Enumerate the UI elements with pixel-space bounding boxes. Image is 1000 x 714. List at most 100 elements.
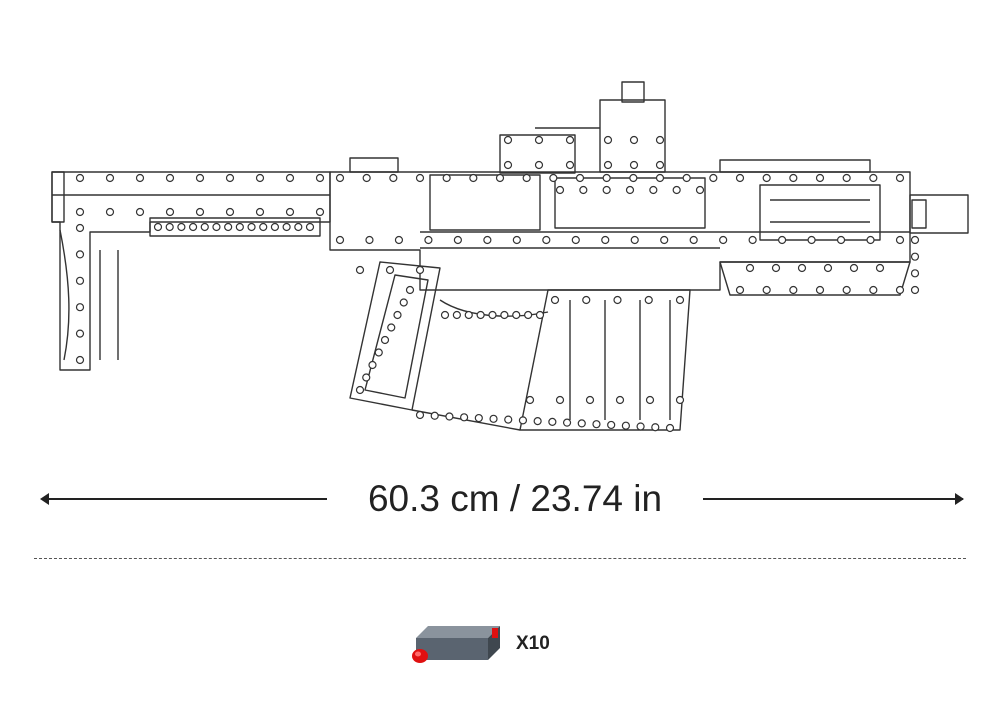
barrel [909, 194, 969, 234]
rivet-dot [660, 235, 669, 245]
rivet-dot [571, 235, 580, 245]
rivet-dot [869, 285, 878, 295]
rivet-dot [504, 415, 513, 424]
rivet-dot [464, 310, 473, 320]
rivet-dot [603, 135, 613, 145]
rivet-dot [315, 173, 325, 183]
rivet-dot [789, 285, 798, 295]
rivet-dot [910, 285, 920, 295]
rivet-dot [582, 295, 591, 305]
rivet-dot [75, 173, 85, 183]
rivet-dot [762, 173, 771, 183]
rivet-dot [389, 173, 398, 183]
rivet-dot [177, 222, 186, 232]
rivet-dot [575, 173, 585, 183]
rivet-dot [503, 160, 513, 170]
rivet-dot [815, 173, 825, 183]
rivet-dot [607, 420, 616, 430]
rivet-dot [672, 185, 681, 195]
rivet-dot [562, 418, 572, 427]
rivet-dot [368, 360, 377, 370]
rivet-dot [188, 222, 198, 232]
rivet-dot [525, 395, 535, 405]
rivet-dot [512, 310, 521, 320]
dart-count-label: X10 [516, 633, 550, 654]
rivet-dot [549, 173, 558, 183]
rivet-dot [869, 173, 878, 183]
rivet-dot [682, 173, 691, 183]
rivet-dot [778, 235, 787, 245]
rivet-dot [270, 222, 280, 232]
rivet-dot [875, 263, 885, 273]
rivet-dot [355, 385, 365, 395]
rivet-dot [440, 310, 450, 320]
rivet-dot [630, 235, 639, 245]
rivet-dot [649, 185, 658, 195]
rivet-dot [895, 235, 905, 245]
foam-dart-icon [412, 626, 500, 663]
rivet-dot [503, 135, 513, 145]
rivet-dot [165, 207, 175, 217]
rivet-dot [910, 235, 920, 245]
rivet-dot [565, 135, 575, 145]
rivet-dot [636, 422, 645, 431]
rivet-dot [695, 185, 705, 195]
rivet-dot [807, 235, 816, 245]
rivet-dot [771, 263, 781, 273]
rivet-dot [524, 310, 533, 320]
rivet-dot [294, 222, 303, 232]
rivet-dot [255, 173, 265, 183]
rivet-dot [75, 355, 85, 365]
rivet-dot [483, 235, 492, 245]
rivet-dot [460, 413, 469, 422]
rivet-dot [550, 295, 560, 305]
rivet-dot [555, 185, 565, 195]
rivet-dot [335, 235, 345, 245]
rivet-dot [335, 173, 345, 183]
rivet-dot [495, 173, 505, 183]
rivet-dot [910, 269, 920, 278]
rivet-dot [153, 222, 163, 232]
rivet-dot [380, 335, 390, 345]
rivet-dot [225, 173, 235, 183]
rivet-dot [105, 207, 115, 217]
rivet-dot [644, 295, 653, 305]
rivet-dot [415, 265, 425, 275]
rivet-dot [165, 173, 175, 183]
rivet-dot [452, 310, 461, 320]
rivet-dot [719, 235, 728, 245]
rivet-dot [430, 411, 439, 420]
rivet-dot [655, 160, 665, 170]
rivet-dot [355, 265, 365, 275]
rivet-dot [200, 222, 209, 232]
rivet-dot [555, 395, 565, 405]
rivet-dot [675, 395, 685, 405]
rivet-dot [442, 173, 451, 183]
rivet-dot [762, 285, 771, 295]
rivet-dot [535, 310, 545, 320]
rivet-dot [518, 416, 528, 425]
rivet-dot [735, 285, 745, 295]
rivet-dot [579, 185, 588, 195]
rivet-dot [665, 423, 675, 433]
rivet-dot [602, 185, 611, 195]
rivet-dot [415, 410, 425, 420]
rivet-dot [415, 173, 425, 183]
rivet-dot [534, 160, 544, 170]
rivet-dot [399, 298, 408, 307]
magazine [519, 289, 691, 431]
rivet-dot [836, 235, 846, 245]
rivet-dot [910, 252, 920, 261]
rivet-dot [135, 207, 145, 217]
rivet-dot [797, 263, 807, 273]
rivet-dot [387, 323, 396, 332]
rivet-dot [259, 222, 268, 232]
rivet-dot [655, 135, 665, 145]
rivet-dot [548, 417, 557, 426]
rivet-dot [374, 348, 383, 357]
rivet-dot [212, 222, 221, 232]
rivet-dot [489, 414, 498, 423]
rivet-dot [394, 235, 404, 245]
rivet-dot [577, 419, 586, 428]
dimension-line-left [42, 498, 327, 500]
